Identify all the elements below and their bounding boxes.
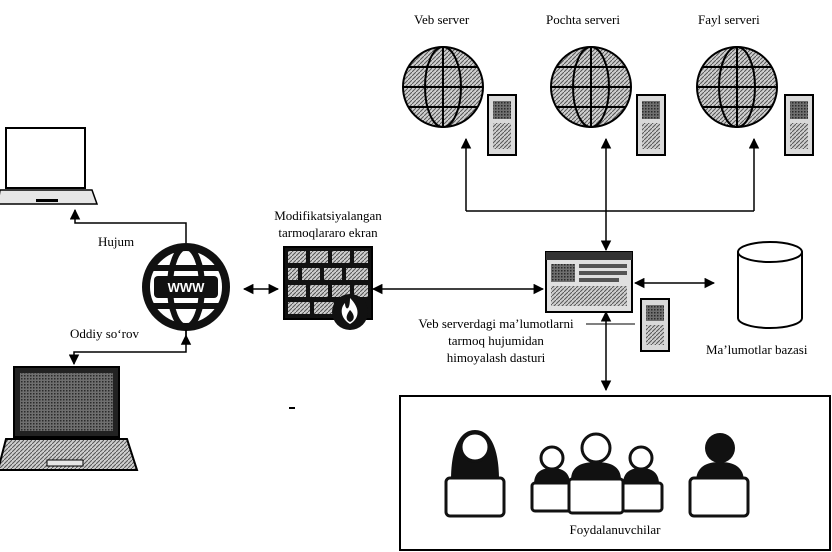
attacker-laptop-icon: [0, 127, 99, 205]
file-server-globe-icon: [696, 46, 778, 128]
attack-label: Hujum: [98, 234, 135, 249]
web-server-globe-icon: [402, 46, 484, 128]
protection-label-line1: Veb serverdagi ma’lumotlarni: [418, 316, 574, 331]
user-woman-icon: [444, 430, 506, 518]
firewall-label-line1: Modifikatsiyalangan: [274, 208, 382, 223]
user-man-icon: [688, 433, 750, 518]
normal-request-label: Oddiy so‘rov: [70, 326, 139, 341]
mail-server-label: Pochta serveri: [546, 12, 621, 27]
web-server-label: Veb server: [414, 12, 470, 27]
protection-label-line3: himoyalash dasturi: [446, 350, 546, 365]
firewall-label-line2: tarmoqlararo ekran: [278, 225, 378, 240]
firewall-brick-icon: [283, 246, 373, 320]
mail-server-tower-icon: [636, 94, 666, 156]
protection-software-window-icon: [545, 251, 633, 313]
server-bus-connectors: [460, 137, 760, 252]
protection-label-line2: tarmoq hujumidan: [448, 333, 544, 348]
stray-mark: [289, 407, 295, 409]
file-server-tower-icon: [784, 94, 814, 156]
internet-www-icon: [142, 243, 230, 331]
web-server-tower-icon: [487, 94, 517, 156]
www-label: WWW: [168, 280, 206, 295]
fire-icon: [332, 294, 368, 330]
user-group-icon: [530, 432, 664, 515]
database-label: Ma’lumotlar bazasi: [706, 342, 808, 357]
users-label: Foydalanuvchilar: [569, 522, 661, 537]
protection-server-tower-icon: [640, 298, 670, 352]
mail-server-globe-icon: [550, 46, 632, 128]
user-laptop-icon: [0, 366, 139, 471]
file-server-label: Fayl serveri: [698, 12, 760, 27]
database-cylinder-icon: [737, 241, 803, 329]
client-connectors: [68, 208, 192, 366]
